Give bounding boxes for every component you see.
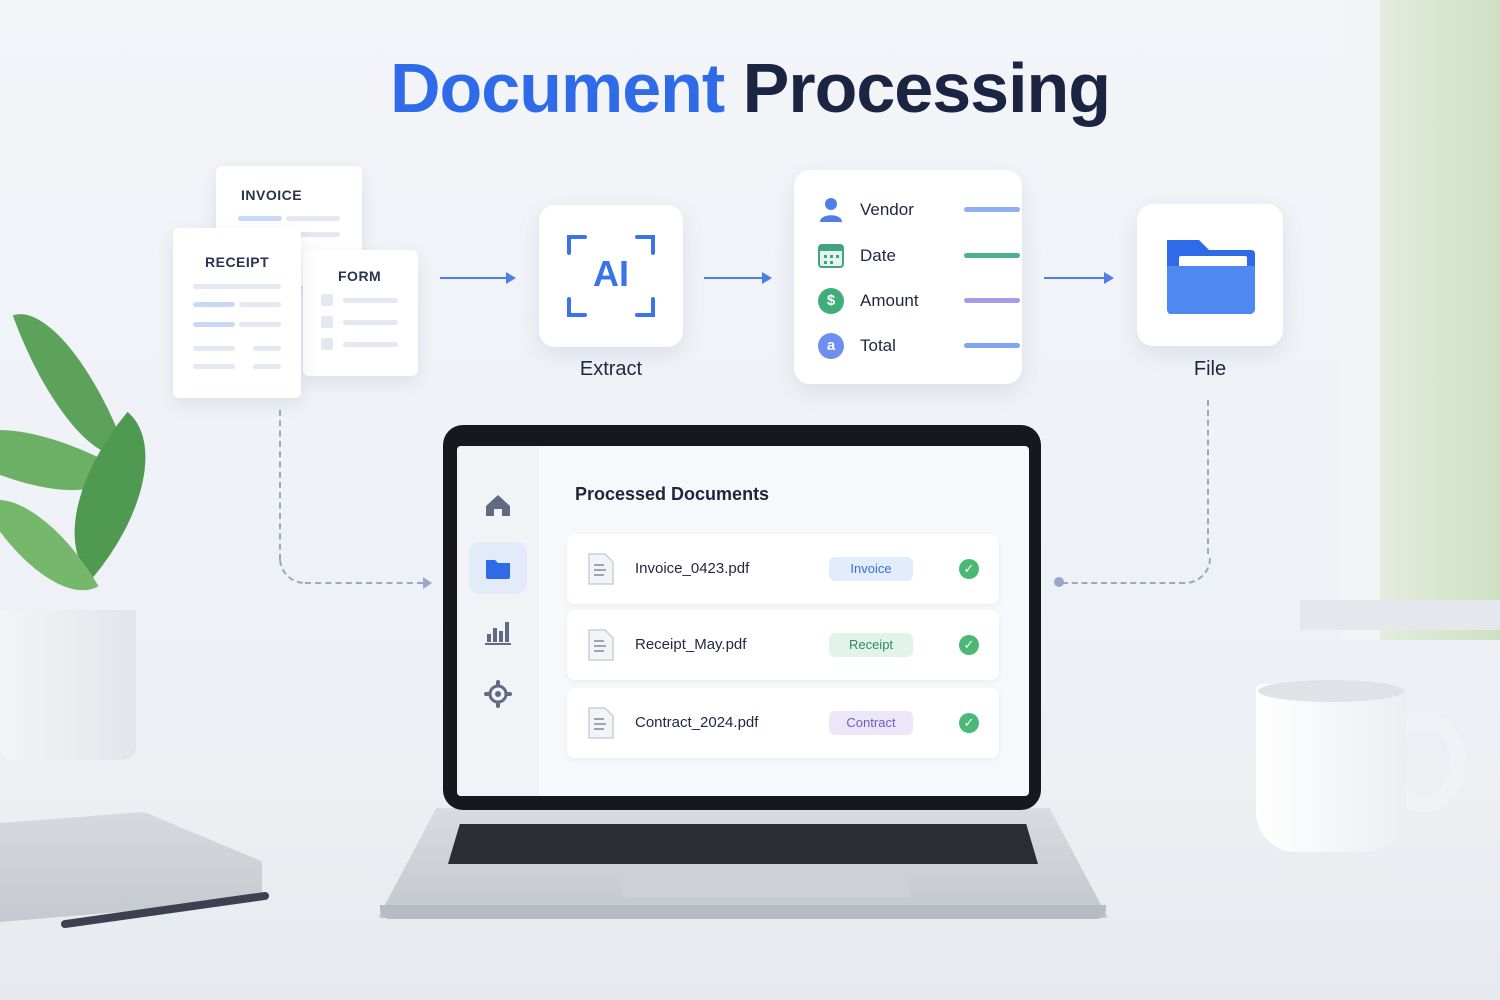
flow-arrow-extract-to-fields <box>704 272 772 284</box>
app-sidebar <box>457 446 539 796</box>
person-icon <box>820 198 842 222</box>
field-value-bar <box>964 253 1020 258</box>
a-icon: a <box>818 333 844 359</box>
doc-line <box>193 302 235 307</box>
calendar-icon <box>818 244 844 268</box>
doc-checkbox <box>321 316 333 328</box>
document-name: Receipt_May.pdf <box>635 636 747 653</box>
invoice-doc-title: INVOICE <box>241 187 303 203</box>
document-name: Invoice_0423.pdf <box>635 560 750 577</box>
doc-line <box>238 216 282 221</box>
field-label: Date <box>860 246 896 265</box>
doc-checkbox <box>321 338 333 350</box>
chart-icon <box>485 622 511 645</box>
sidebar-item-folder[interactable] <box>469 542 527 594</box>
flow-arrow-fields-to-file <box>1044 272 1114 284</box>
doc-line <box>193 322 235 327</box>
folder-icon <box>486 560 510 579</box>
ai-text: AI <box>593 253 629 294</box>
field-value-bar <box>964 207 1020 212</box>
field-value-bar <box>964 343 1020 348</box>
laptop-app-window: Processed Documents Invoice_0423.pdf Inv… <box>457 446 1029 796</box>
file-icon <box>588 707 614 739</box>
connector-left-vertical <box>279 410 281 560</box>
sidebar-item-analytics[interactable] <box>469 606 527 658</box>
coffee-mug <box>1256 684 1406 852</box>
connector-right-vertical <box>1207 400 1209 554</box>
scan-frame-icon <box>567 235 655 317</box>
doc-line <box>239 322 281 327</box>
document-type-badge: Receipt <box>829 633 913 657</box>
page-title: Document Processing <box>0 48 1500 128</box>
connector-right-dot <box>1054 577 1064 587</box>
receipt-doc-title: RECEIPT <box>205 254 270 270</box>
window-sill <box>1300 600 1500 630</box>
document-type-badge: Invoice <box>829 557 913 581</box>
dollar-icon: $ <box>818 288 844 314</box>
connector-right-curve <box>1183 556 1211 584</box>
table-row[interactable]: Receipt_May.pdf Receipt ✓ <box>567 610 999 680</box>
connector-left-curve <box>279 556 307 584</box>
gear-icon <box>484 680 512 708</box>
file-card <box>1137 204 1283 346</box>
doc-line <box>239 302 281 307</box>
form-doc-title: FORM <box>338 268 382 284</box>
field-row-date: Date <box>818 241 1020 271</box>
field-row-vendor: Vendor <box>818 195 1020 225</box>
field-label: Total <box>860 336 896 355</box>
field-row-total: a Total <box>818 331 1020 361</box>
doc-line <box>193 346 235 351</box>
field-label: Vendor <box>860 200 914 219</box>
check-icon: ✓ <box>959 635 979 655</box>
doc-line <box>193 364 235 369</box>
check-icon: ✓ <box>959 559 979 579</box>
folder-icon <box>1167 240 1255 314</box>
doc-line <box>343 342 398 347</box>
doc-checkbox <box>321 294 333 306</box>
extract-card: AI <box>539 205 683 347</box>
laptop-keyboard <box>448 824 1038 864</box>
check-icon: ✓ <box>959 713 979 733</box>
extract-label: Extract <box>579 358 643 380</box>
title-rest: Processing <box>742 49 1111 127</box>
file-label: File <box>1193 358 1227 380</box>
receipt-document: RECEIPT <box>173 228 301 398</box>
document-type-badge: Contract <box>829 711 913 735</box>
field-value-bar <box>964 298 1020 303</box>
sidebar-item-home[interactable] <box>469 478 527 530</box>
sidebar-item-settings[interactable] <box>469 668 527 720</box>
processed-documents-title: Processed Documents <box>575 484 770 504</box>
fields-card: Vendor Date $ Amount a Total <box>794 170 1022 384</box>
doc-line <box>286 216 340 221</box>
connector-left-arrowhead <box>423 577 432 589</box>
file-icon <box>588 629 614 661</box>
connector-left-horizontal <box>305 582 423 584</box>
laptop-trackpad <box>622 868 910 898</box>
laptop-base-lip <box>380 905 1106 919</box>
doc-line <box>253 364 281 369</box>
table-row[interactable]: Invoice_0423.pdf Invoice ✓ <box>567 534 999 604</box>
doc-line <box>343 298 398 303</box>
doc-line <box>193 284 281 289</box>
flow-arrow-docs-to-extract <box>440 272 516 284</box>
field-label: Amount <box>860 291 919 310</box>
form-document: FORM <box>303 250 418 376</box>
connector-right-horizontal <box>1062 582 1185 584</box>
doc-line <box>343 320 398 325</box>
plant-pot <box>0 610 136 760</box>
file-icon <box>588 553 614 585</box>
title-accent: Document <box>389 49 725 127</box>
field-row-amount: $ Amount <box>818 286 1020 316</box>
mug-rim <box>1258 680 1404 702</box>
home-icon <box>486 495 510 516</box>
table-row[interactable]: Contract_2024.pdf Contract ✓ <box>567 688 999 758</box>
document-name: Contract_2024.pdf <box>635 714 759 731</box>
doc-line <box>253 346 281 351</box>
window-frame <box>1340 0 1380 640</box>
